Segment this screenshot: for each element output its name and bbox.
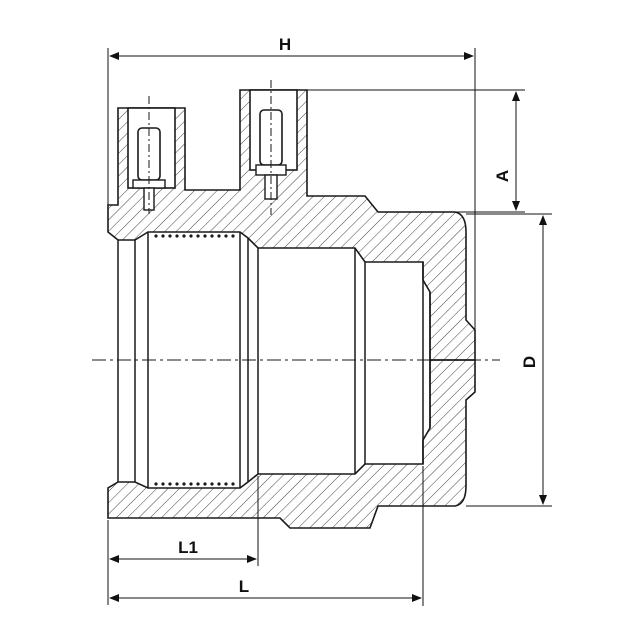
dim-label-l1: L1 <box>178 538 198 557</box>
heating-wire-top <box>154 234 235 238</box>
top-wall-section <box>107 89 476 361</box>
dim-label-h: H <box>279 35 291 54</box>
terminal-left <box>127 96 176 214</box>
dimension-labels: H A D L1 L <box>178 35 539 596</box>
dimension-lines <box>107 48 552 606</box>
dim-label-a: A <box>493 170 512 182</box>
fitting-body <box>107 89 476 529</box>
dim-label-l: L <box>239 577 249 596</box>
terminal-right <box>249 80 298 215</box>
bore-outline <box>117 232 431 488</box>
dim-label-d: D <box>520 356 539 368</box>
bottom-wall-section <box>107 359 476 529</box>
heating-wire-bottom <box>154 482 235 486</box>
